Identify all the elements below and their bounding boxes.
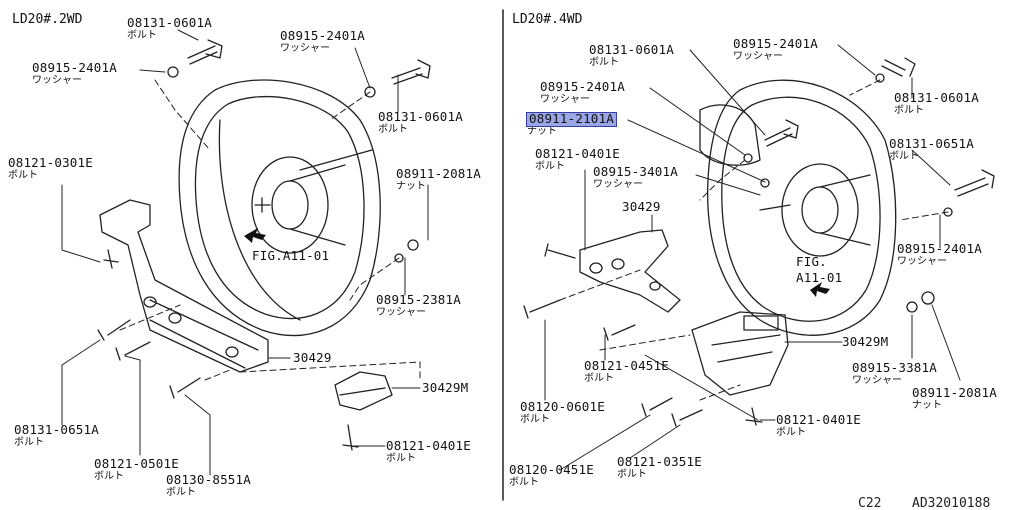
- right-fasteners: [523, 57, 995, 427]
- right-bell-housing: [707, 79, 897, 336]
- right-model-header: LD20#.4WD: [512, 12, 583, 27]
- callout-right-8[interactable]: 30429: [622, 199, 661, 214]
- callout-left-8[interactable]: 30429M: [422, 380, 469, 395]
- right-fig-reference[interactable]: FIG. A11-01: [796, 254, 843, 285]
- left-fig-reference[interactable]: FIG.A11-01: [252, 248, 330, 263]
- right-rear-cover: [699, 104, 761, 166]
- fig-arrows: [244, 228, 830, 297]
- left-fasteners: [97, 39, 431, 451]
- left-bell-housing: [178, 79, 381, 337]
- left-model-header: LD20#.2WD: [12, 12, 83, 27]
- left-engine-mount-bracket: [99, 199, 269, 373]
- right-engine-mount-bracket: [579, 229, 681, 313]
- footer-model-code: C22: [858, 496, 882, 510]
- right-leader-lines: [544, 44, 961, 471]
- left-dashed-guides: [119, 79, 421, 381]
- callout-right-10[interactable]: 30429M: [842, 334, 889, 349]
- right-dashed-guides: [559, 79, 949, 401]
- left-mount-rubber: [334, 371, 393, 411]
- footer-drawing-code: AD32010188: [912, 496, 991, 510]
- right-mount-rubber: [691, 311, 789, 396]
- left-leader-lines: [61, 29, 429, 476]
- callout-left-7[interactable]: 30429: [293, 350, 332, 365]
